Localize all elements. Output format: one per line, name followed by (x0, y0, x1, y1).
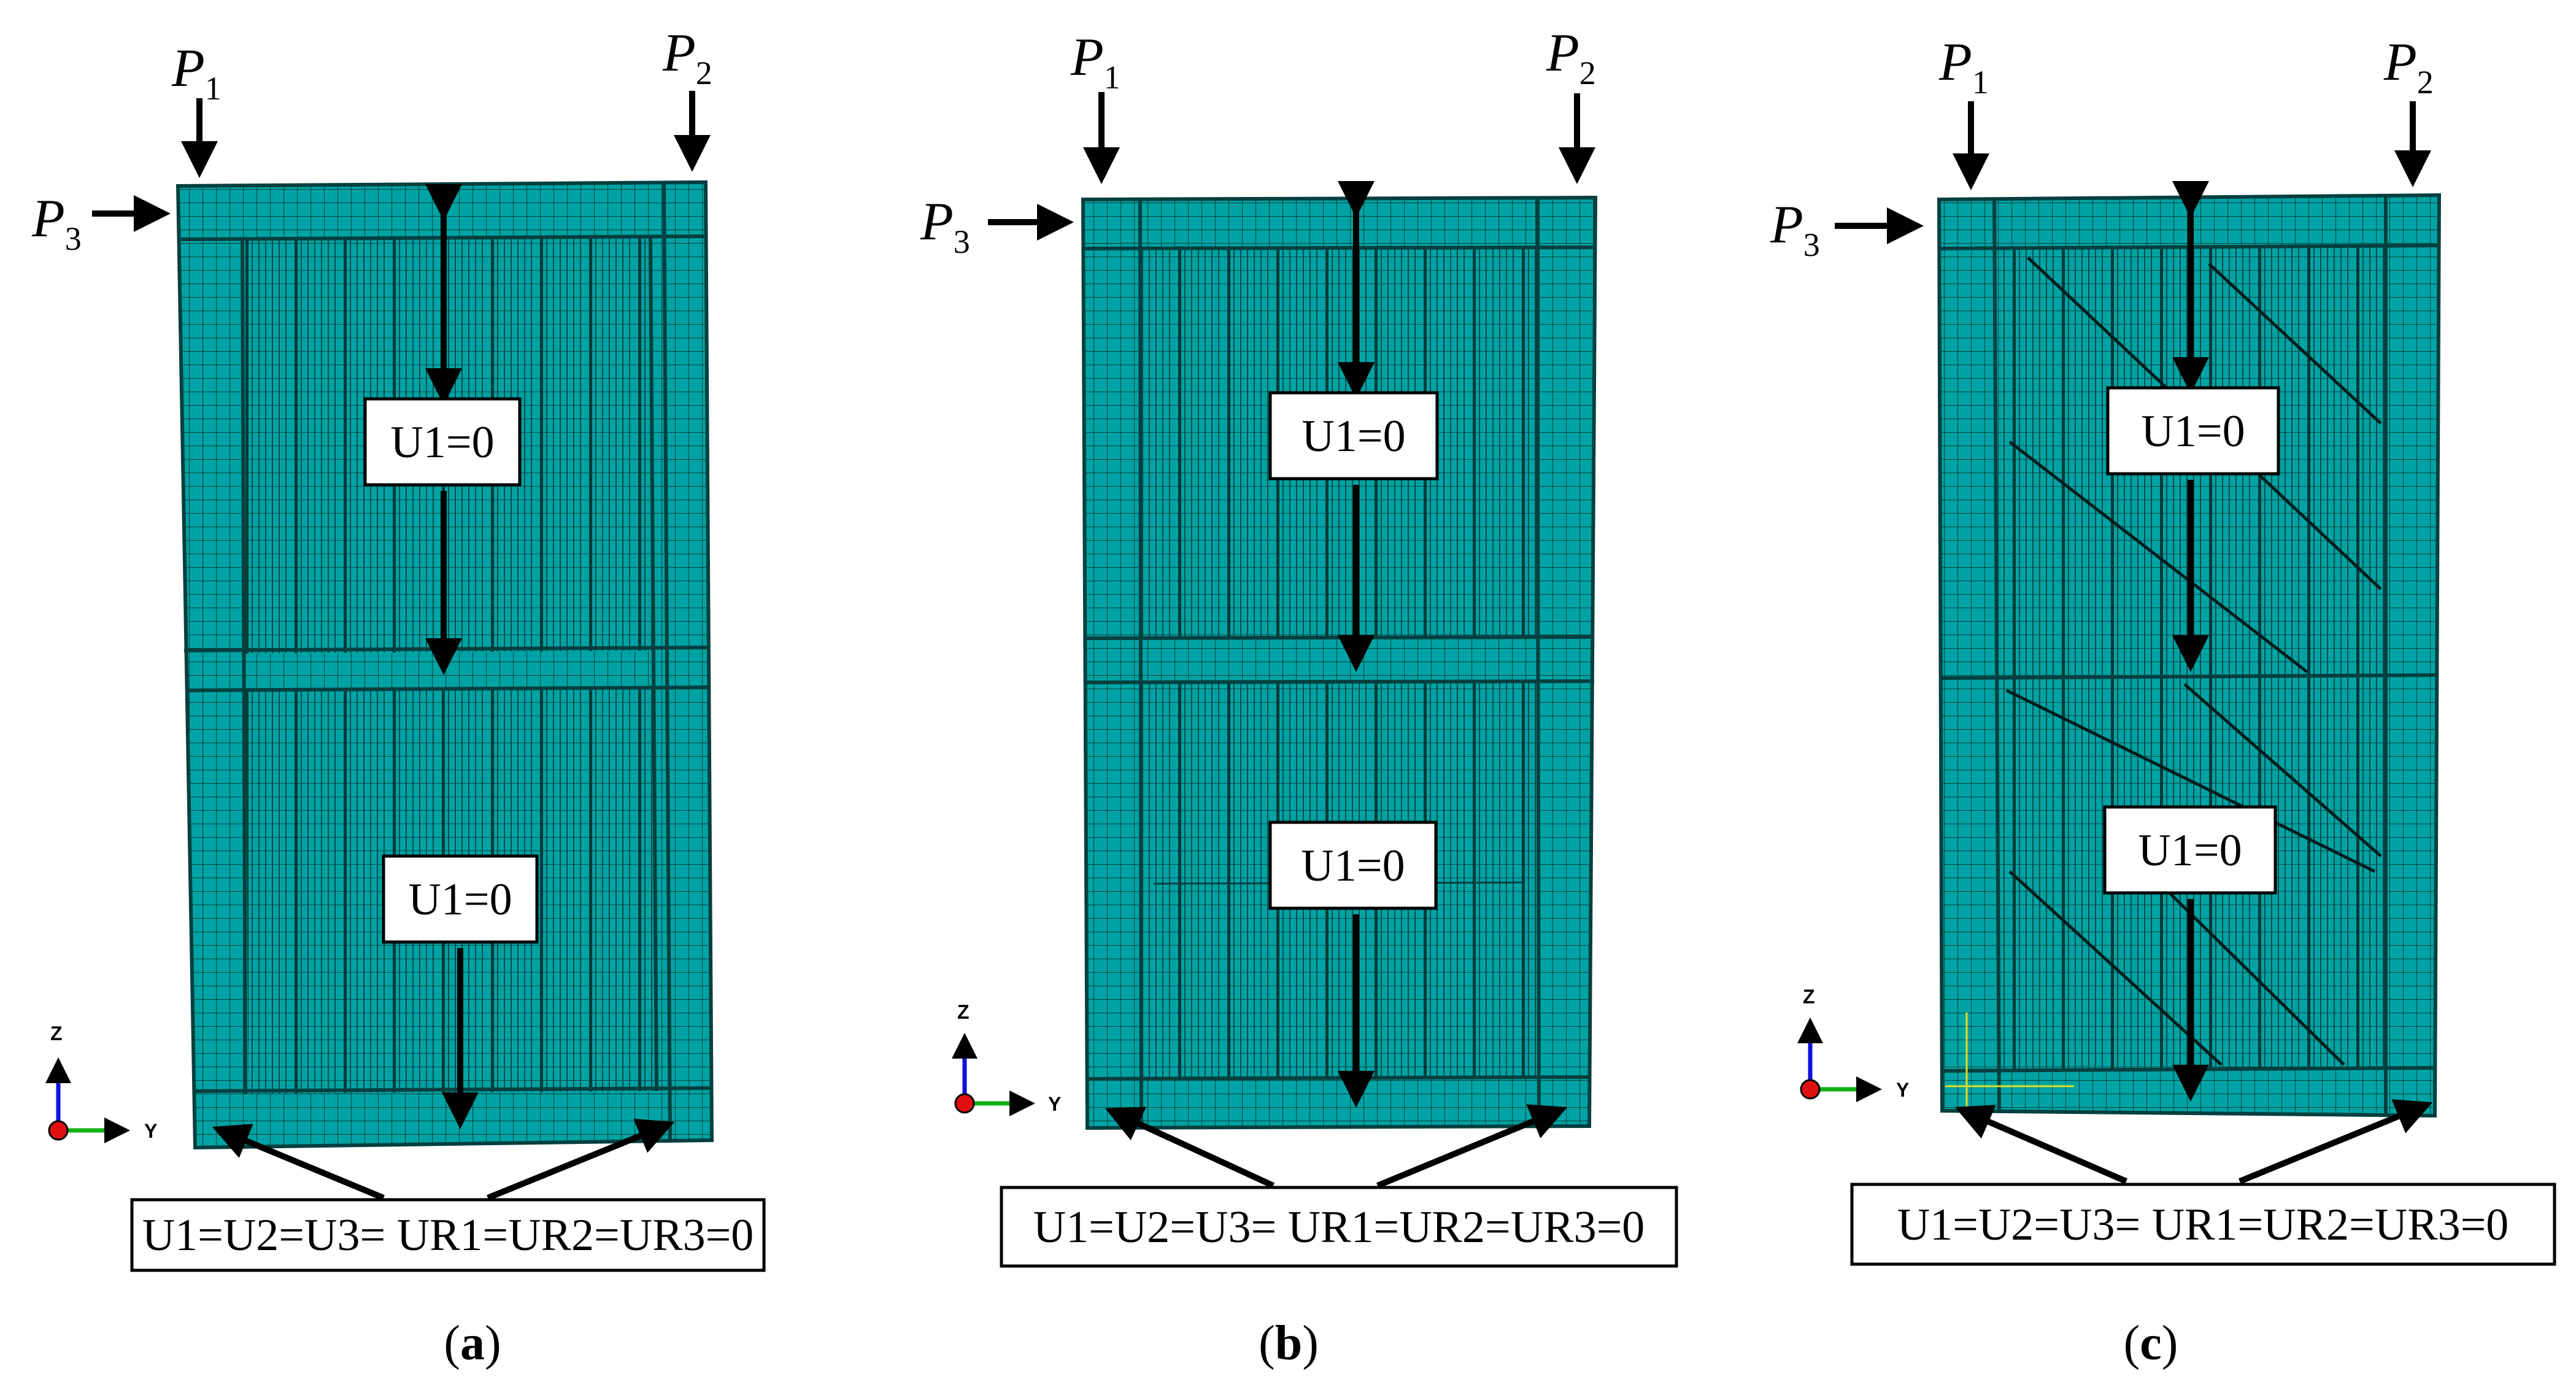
axis-triad: Z Y (45, 1022, 157, 1143)
bc-label-lower: U1=0 (408, 874, 512, 925)
svg-text:P3: P3 (31, 189, 82, 257)
load-p3: P3 (1770, 195, 1924, 263)
constraint-marker (1945, 1013, 2074, 1120)
caption-b: (b) (1259, 1316, 1319, 1370)
svg-text:P3: P3 (920, 192, 970, 260)
bc-interior-upper: U1=0 (1268, 181, 1439, 672)
svg-text:Z: Z (1803, 986, 1815, 1008)
mesh-plate (1081, 195, 1598, 1130)
load-p1: P1 (1938, 33, 1989, 190)
load-p1: P1 (1070, 28, 1120, 184)
svg-text:Y: Y (144, 1120, 157, 1142)
bc-base: U1=U2=U3= UR1=UR2=UR3=0 (130, 1119, 766, 1272)
bc-label-lower: U1=0 (2138, 825, 2242, 876)
load-p3: P3 (920, 192, 1074, 260)
caption-c: (c) (2124, 1316, 2178, 1370)
bc-interior-upper: U1=0 (2106, 181, 2280, 672)
bc-label-base: U1=U2=U3= UR1=UR2=UR3=0 (142, 1210, 754, 1260)
bc-label-base: U1=U2=U3= UR1=UR2=UR3=0 (1033, 1202, 1645, 1253)
caption-a: (a) (444, 1316, 501, 1370)
bc-label-lower: U1=0 (1301, 841, 1405, 891)
load-p2: P2 (662, 23, 712, 172)
svg-text:P2: P2 (1546, 23, 1596, 91)
bc-label-upper: U1=0 (1301, 411, 1405, 461)
svg-text:P2: P2 (662, 23, 712, 91)
axis-triad: Z Y (952, 1001, 1061, 1116)
svg-text:P1: P1 (171, 39, 222, 107)
svg-text:Y: Y (1896, 1079, 1909, 1101)
bc-label-base: U1=U2=U3= UR1=UR2=UR3=0 (1897, 1200, 2509, 1250)
panel-c: P1 P2 P3 U1=0 U1=0 Z Y (1770, 33, 2556, 1370)
svg-text:Z: Z (50, 1022, 63, 1044)
bc-base: U1=U2=U3= UR1=UR2=UR3=0 (1850, 1099, 2556, 1266)
bc-interior-lower: U1=0 (382, 854, 539, 1129)
svg-text:P1: P1 (1938, 33, 1989, 101)
svg-text:P3: P3 (1770, 195, 1820, 263)
load-p3: P3 (31, 189, 171, 257)
load-p2: P2 (1546, 23, 1596, 184)
bc-base: U1=U2=U3= UR1=UR2=UR3=0 (1000, 1104, 1678, 1268)
panel-b: P1 P2 P3 U1=0 U1=0 Z Y (920, 23, 1678, 1370)
svg-text:Y: Y (1048, 1093, 1061, 1115)
bc-interior-lower: U1=0 (1268, 820, 1438, 1108)
axis-triad: Z Y (1797, 986, 1909, 1102)
bc-label-upper: U1=0 (390, 417, 494, 468)
svg-text:P2: P2 (2383, 33, 2434, 101)
bc-interior-upper: U1=0 (363, 184, 522, 675)
diagonal-braces (2005, 257, 2382, 1066)
bc-interior-lower: U1=0 (2103, 805, 2277, 1102)
bc-label-upper: U1=0 (2141, 406, 2245, 457)
panel-a: P1 P2 P3 U1=0 U1=0 Z Y (31, 23, 766, 1370)
load-p2: P2 (2383, 33, 2434, 187)
load-p1: P1 (171, 39, 222, 178)
svg-text:Z: Z (957, 1001, 970, 1023)
svg-text:P1: P1 (1070, 28, 1120, 96)
